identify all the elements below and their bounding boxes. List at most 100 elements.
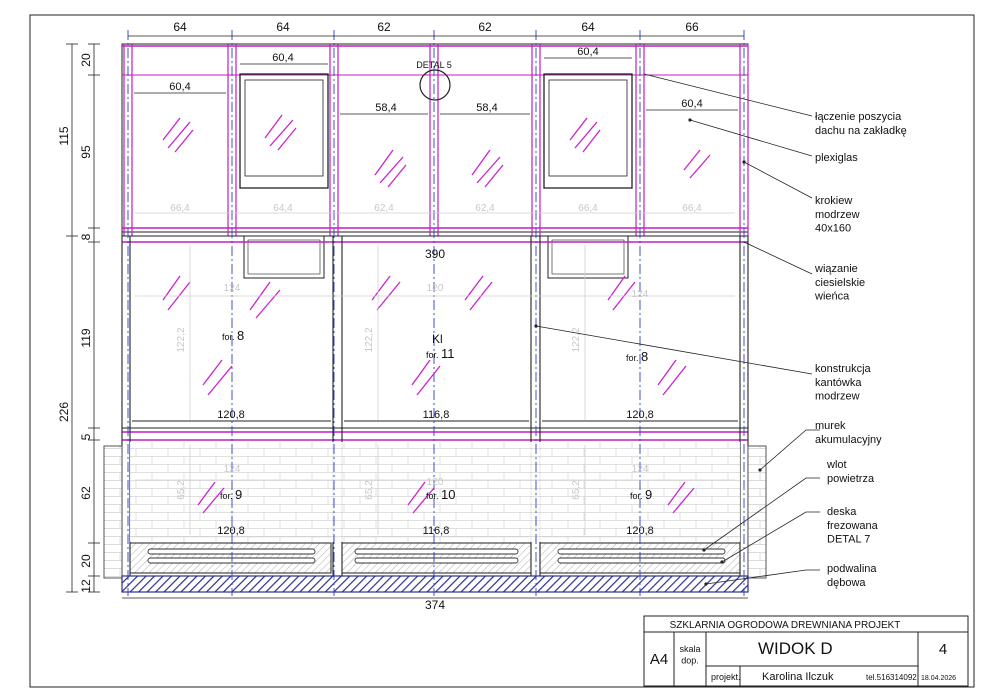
sill-upper-2: 116,8 <box>423 409 450 421</box>
lower-glass-height-1: 65,2 <box>176 480 187 500</box>
sill-lower-1: 120,8 <box>217 525 245 537</box>
left-dim-119: 119 <box>79 328 93 347</box>
sheet-number: 4 <box>939 641 947 658</box>
annotation-line: modrzew <box>815 391 860 403</box>
base-dimension: 374 <box>425 598 445 612</box>
pane-width-4: 60,4 <box>681 98 702 110</box>
glass-width-3: 124 <box>632 289 649 300</box>
rafter-width-4: 62,4 <box>475 203 495 214</box>
left-dim-8: 8 <box>79 233 93 240</box>
annotation-leaders <box>535 73 820 585</box>
window-width-right: 60,4 <box>577 46 598 58</box>
glass-width-2: 120 <box>427 283 444 294</box>
annotation-leader-dots <box>534 118 762 586</box>
author-phone: tel.516314092 <box>866 673 917 682</box>
sill-lower-2: 116,8 <box>423 525 450 537</box>
format-lower-3: for. 9 <box>630 487 652 502</box>
lower-glass-height-2: 65,2 <box>364 480 375 500</box>
author-name: Karolina Ilczuk <box>762 671 834 683</box>
lower-glass-height-3: 65,2 <box>571 480 582 500</box>
rafter-width-3: 62,4 <box>374 203 394 214</box>
annotation-line: frezowana <box>827 520 879 532</box>
drawing-date: 18.04.2026 <box>921 675 956 682</box>
lower-glass-width-2: 120 <box>427 477 444 488</box>
top-dim-3: 62 <box>377 20 391 34</box>
window-width-left: 60,4 <box>272 52 293 64</box>
axis-lines <box>127 30 745 596</box>
rafter-width-labels: 66,4 64,4 62,4 62,4 66,4 66,4 <box>170 203 702 214</box>
top-dim-5: 64 <box>581 20 595 34</box>
roof-window-left <box>239 73 329 279</box>
roof-window-right <box>543 73 633 279</box>
top-dim-6: 66 <box>685 20 699 34</box>
glass-height-2: 122,2 <box>364 327 375 352</box>
top-dim-4: 62 <box>478 20 492 34</box>
annotation-line: dachu na zakładkę <box>815 125 907 137</box>
glass-height-3: 122,2 <box>571 327 582 352</box>
format-upper-3: for. 8 <box>626 349 648 364</box>
milled-boards <box>129 542 741 574</box>
annotation-line: dębowa <box>827 577 866 589</box>
lower-glass-width-3: 124 <box>632 464 649 475</box>
rafter-width-5: 66,4 <box>578 203 598 214</box>
sill-lower-3: 120,8 <box>626 525 654 537</box>
top-dim-1: 64 <box>173 20 187 34</box>
format-upper-1: for. 8 <box>222 328 244 343</box>
sill-upper-3: 120,8 <box>626 409 654 421</box>
annotation-line: wieńca <box>814 291 850 303</box>
lower-glass-width-1: 124 <box>224 464 241 475</box>
left-dim-95: 95 <box>79 145 93 159</box>
format-lower-2: for. 10 <box>426 487 456 502</box>
left-dim-20-top: 20 <box>79 53 93 67</box>
annotation-line: ciesielskie <box>815 277 865 289</box>
pane-width-1: 60,4 <box>169 81 190 93</box>
top-dimension-chain: 64 64 62 62 64 66 <box>128 20 744 37</box>
sill-upper-1: 120,8 <box>217 409 245 421</box>
sill-width-labels: 120,8 116,8 120,8 120,8 116,8 120,8 <box>217 409 654 537</box>
annotation-line: powietrza <box>827 473 875 485</box>
rafter-width-1: 66,4 <box>170 203 190 214</box>
annotation-line: akumulacyjny <box>815 434 882 446</box>
format-upper-2-extra: Kl <box>432 332 443 346</box>
annotation-line: modrzew <box>815 209 860 221</box>
annotation-line: kantówka <box>815 377 862 389</box>
glass-height-1: 122,2 <box>176 327 187 352</box>
rafter-width-2: 64,4 <box>273 203 293 214</box>
title-block: SZKLARNIA OGRODOWA DREWNIANA PROJEKT A4 … <box>643 615 969 687</box>
glass-width-1: 124 <box>224 283 241 294</box>
top-dim-2: 64 <box>276 20 290 34</box>
glass-size-labels: 124 120 124 122,2 122,2 122,2 124 120 12… <box>176 283 649 500</box>
format-labels: for. 8 Kl for. 11 for. 8 for. 9 for. 10 … <box>220 328 652 502</box>
left-dim-12: 12 <box>79 579 93 593</box>
left-dim-226: 226 <box>57 402 71 422</box>
project-title: SZKLARNIA OGRODOWA DREWNIANA PROJEKT <box>670 620 901 631</box>
format-lower-1: for. 9 <box>220 487 242 502</box>
paper-format: A4 <box>650 651 668 668</box>
left-dim-5: 5 <box>79 433 93 440</box>
annotation-plexiglas: plexiglas <box>815 152 858 164</box>
span-dimension: 390 <box>425 247 445 261</box>
view-title: WIDOK D <box>758 639 833 658</box>
annotation-line: dop. <box>681 655 699 665</box>
detail-callout-label: DETAL 5 <box>416 60 452 70</box>
sheet-border <box>29 14 975 688</box>
left-dim-20-bottom: 20 <box>79 554 93 568</box>
annotation-line: 40x160 <box>815 223 851 235</box>
pane-width-3: 58,4 <box>476 102 497 114</box>
roof-inner-dims: 60,4 60,4 60,4 58,4 58,4 60,4 DETAL 5 <box>134 46 738 115</box>
left-dim-62: 62 <box>79 486 93 500</box>
left-dimension-chain: 20 95 115 8 119 226 5 62 20 12 <box>57 43 100 593</box>
rafter-width-6: 66,4 <box>682 203 702 214</box>
annotation-line: DETAL 7 <box>827 534 870 546</box>
roof-band <box>121 43 749 279</box>
